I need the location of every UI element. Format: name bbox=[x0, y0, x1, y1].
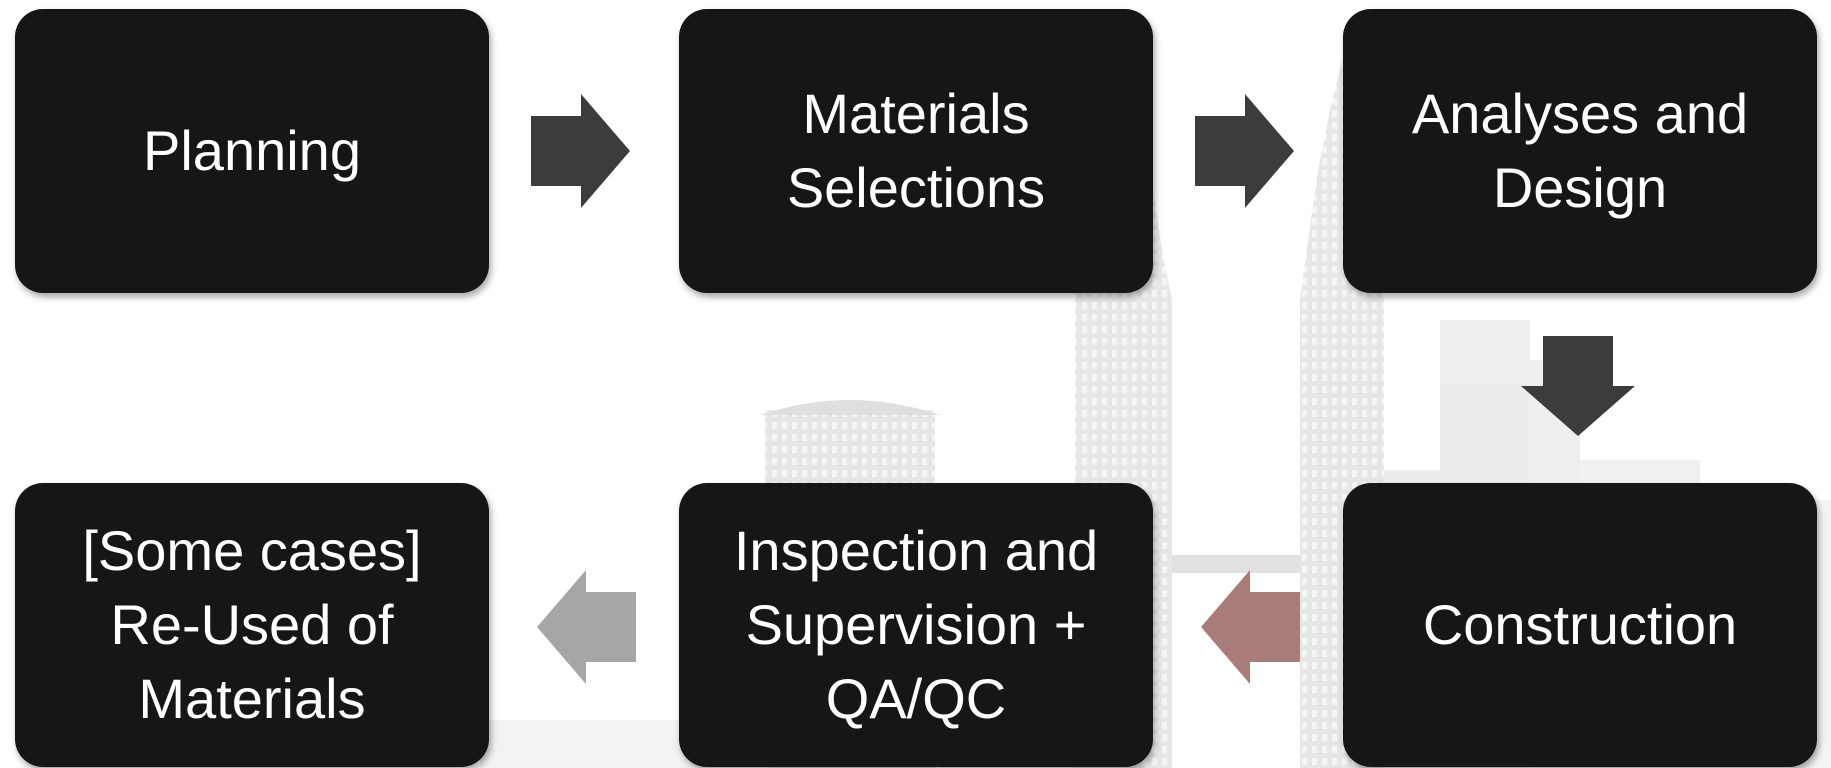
step-materials-selections-label: Materials Selections bbox=[786, 82, 1046, 219]
step-construction-box: Construction bbox=[1343, 483, 1817, 767]
left-arrow-icon bbox=[1201, 570, 1300, 684]
step-construction-label: Construction bbox=[1422, 593, 1738, 656]
right-arrow-icon bbox=[1195, 94, 1294, 208]
step-analyses-design-label: Analyses and Design bbox=[1411, 82, 1749, 219]
right-arrow-icon bbox=[531, 94, 630, 208]
step-planning-box: Planning bbox=[15, 9, 489, 293]
step-analyses-design-box: Analyses and Design bbox=[1343, 9, 1817, 293]
step-materials-selections-box: Materials Selections bbox=[679, 9, 1153, 293]
down-arrow-icon bbox=[1521, 336, 1635, 436]
left-arrow-icon bbox=[537, 570, 636, 684]
step-reused-materials-label: [Some cases] Re-Used of Materials bbox=[82, 519, 422, 730]
step-inspection-supervision-box: Inspection and Supervision + QA/QC bbox=[679, 483, 1153, 767]
step-reused-materials-box: [Some cases] Re-Used of Materials bbox=[15, 483, 489, 767]
step-inspection-supervision-label: Inspection and Supervision + QA/QC bbox=[733, 519, 1099, 730]
step-planning-label: Planning bbox=[143, 119, 361, 182]
